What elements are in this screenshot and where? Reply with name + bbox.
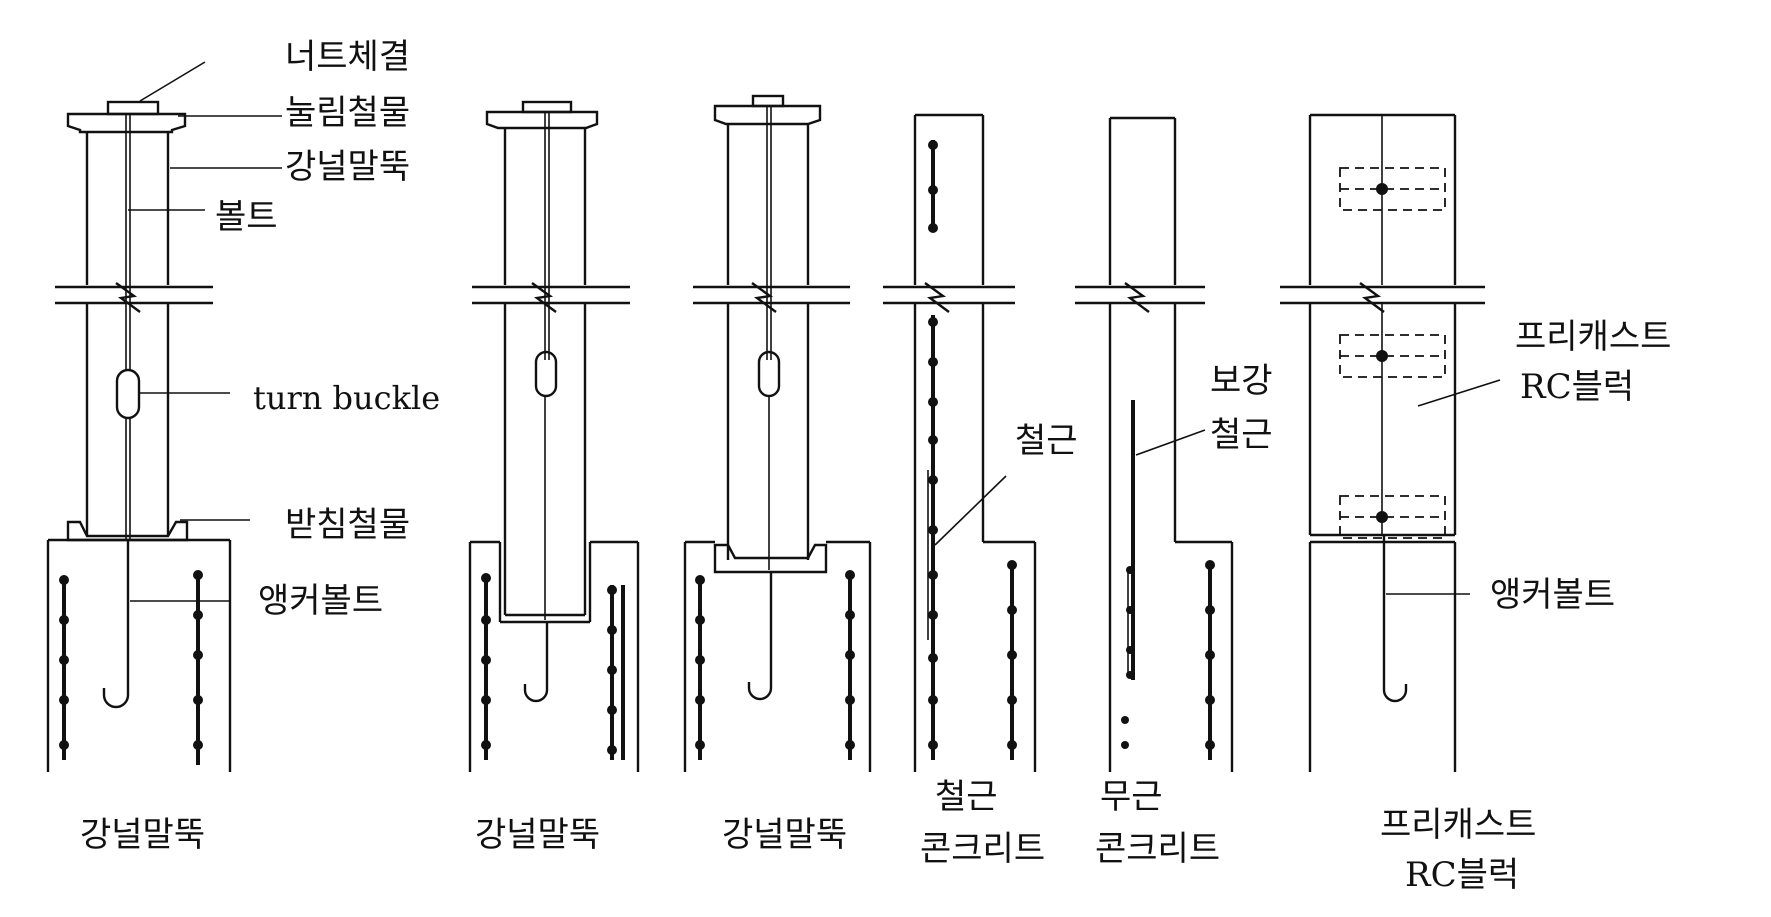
caption-3: 강널말뚝: [722, 815, 847, 855]
label-nut: 너트체결: [285, 37, 410, 77]
label-anchor-bolt-right: 앵커볼트: [1490, 575, 1615, 615]
label-precast-2: RC블럭: [1520, 367, 1634, 407]
figure-steel-sheet-pile-1: [46, 61, 282, 772]
label-reinforcing-1: 보강: [1210, 361, 1273, 401]
caption-4-line1: 철근: [935, 777, 998, 817]
label-bolt: 볼트: [215, 197, 278, 237]
caption-5-line2: 콘크리트: [1095, 829, 1220, 869]
label-anchor-bolt-left: 앵커볼트: [258, 581, 383, 621]
caption-6-line2: RC블럭: [1405, 855, 1519, 895]
label-sheet-pile: 강널말뚝: [285, 147, 410, 187]
figure-precast-rc-block: [1280, 113, 1501, 772]
label-rebar: 철근: [1015, 421, 1078, 461]
caption-6-line1: 프리캐스트: [1380, 805, 1536, 845]
label-press-plate: 눌림철물: [285, 93, 410, 133]
caption-4-line2: 콘크리트: [920, 829, 1045, 869]
caption-5-line1: 무근: [1100, 777, 1163, 817]
figure-plain-concrete: [1075, 116, 1234, 772]
caption-2: 강널말뚝: [475, 815, 600, 855]
caption-1: 강널말뚝: [80, 815, 205, 855]
figure-steel-sheet-pile-2: [468, 100, 640, 772]
label-support-plate: 받침철물: [285, 505, 410, 545]
figure-reinforced-concrete: [883, 113, 1037, 772]
label-reinforcing-2: 철근: [1210, 415, 1273, 455]
label-precast-1: 프리캐스트: [1515, 317, 1671, 357]
label-turn-buckle: turn buckle: [253, 379, 440, 417]
figure-steel-sheet-pile-3: [683, 94, 872, 772]
